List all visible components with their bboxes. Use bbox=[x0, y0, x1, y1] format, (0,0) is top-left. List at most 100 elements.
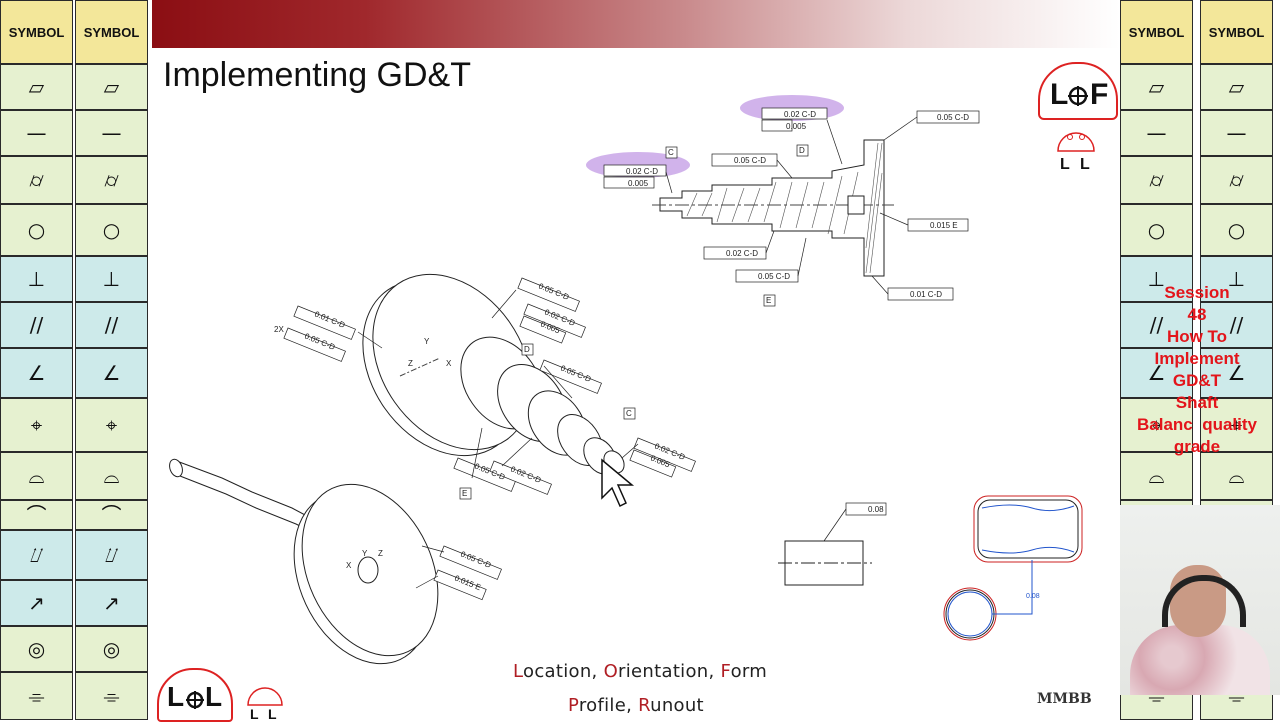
caption-word: orm bbox=[730, 661, 768, 682]
circularity-icon: ○ bbox=[75, 204, 148, 256]
flatness-icon: ▱ bbox=[75, 64, 148, 110]
angularity-icon: ∠ bbox=[75, 348, 148, 398]
datum-label: E bbox=[462, 489, 467, 498]
symbol-column-left-2: SYMBOL▱—⌭○⊥//∠⌖⌓⌒⌰↗◎⌯ bbox=[75, 0, 150, 720]
total-runout-icon: ⌰ bbox=[0, 530, 73, 580]
fcf-label: 0.02 C-D bbox=[626, 167, 658, 176]
parallelism-icon: // bbox=[1200, 302, 1273, 348]
presenter-webcam bbox=[1120, 505, 1280, 695]
flatness-example bbox=[778, 502, 887, 586]
axis-label: Z bbox=[408, 359, 413, 368]
profile-of-line-icon: ⌒ bbox=[0, 500, 73, 530]
caption-initial: R bbox=[638, 695, 651, 716]
svg-text:L: L bbox=[1060, 156, 1070, 173]
profile-of-surface-icon: ⌓ bbox=[0, 452, 73, 500]
lpl-logo: L L bbox=[157, 668, 233, 722]
session-line: Balanc quality bbox=[1137, 415, 1257, 434]
perpendicularity-icon: ⊥ bbox=[1200, 256, 1273, 302]
caption-word: ocation, bbox=[523, 661, 604, 682]
symbol-header: SYMBOL bbox=[1120, 0, 1193, 64]
circularity-icon: ○ bbox=[0, 204, 73, 256]
watermark: MMBB bbox=[1037, 691, 1092, 707]
symbol-header: SYMBOL bbox=[75, 0, 148, 64]
straightness-icon: — bbox=[1200, 110, 1273, 156]
parallelism-icon: // bbox=[0, 302, 73, 348]
parallelism-icon: // bbox=[75, 302, 148, 348]
session-line: Session bbox=[1164, 283, 1230, 302]
circular-runout-icon: ↗ bbox=[75, 580, 148, 626]
shaft-section-view bbox=[652, 139, 894, 277]
cylindricity-icon: ⌭ bbox=[1200, 156, 1273, 204]
fcf-label: 0.05 C-D bbox=[937, 113, 969, 122]
caption-line-2: Profile, Runout bbox=[568, 695, 704, 716]
symbol-column-left-1: SYMBOL▱—⌭○⊥//∠⌖⌓⌒⌰↗◎⌯ bbox=[0, 0, 75, 720]
caption-initial: P bbox=[568, 695, 579, 716]
profile-of-surface-icon: ⌓ bbox=[75, 452, 148, 500]
svg-text:L: L bbox=[205, 681, 222, 712]
cylindricity-icon: ⌭ bbox=[75, 156, 148, 204]
svg-text:L: L bbox=[1050, 78, 1068, 111]
caption-word: rofile, bbox=[578, 695, 639, 716]
fcf-label: 0.005 bbox=[786, 122, 807, 131]
symbol-header: SYMBOL bbox=[1200, 0, 1273, 64]
axis-label: Z bbox=[378, 549, 383, 558]
session-line: How To bbox=[1166, 327, 1228, 346]
dimension-label: 0.08 bbox=[1026, 593, 1040, 600]
engineering-drawing: 0.02 C-D 0.005 0.05 C-D 0.02 C-D 0.005 0… bbox=[169, 95, 1083, 665]
datum-label: C bbox=[668, 148, 674, 157]
datum-label: D bbox=[799, 146, 805, 155]
svg-text:L: L bbox=[167, 681, 184, 712]
profile-of-surface-icon: ⌓ bbox=[1120, 452, 1193, 500]
fcf-label: 2X bbox=[274, 325, 284, 334]
svg-text:L: L bbox=[250, 706, 259, 719]
headset-icon bbox=[1162, 575, 1246, 627]
position-icon: ⌖ bbox=[0, 398, 73, 452]
fcf-label: 0.005 bbox=[628, 179, 649, 188]
perpendicularity-icon: ⊥ bbox=[0, 256, 73, 302]
perpendicularity-icon: ⊥ bbox=[1120, 256, 1193, 302]
session-line: 48 bbox=[1187, 305, 1207, 324]
parallelism-icon: // bbox=[1120, 302, 1193, 348]
fcf-label: 0.015 E bbox=[930, 221, 958, 230]
symbol-header: SYMBOL bbox=[0, 0, 73, 64]
title-bar bbox=[152, 0, 1120, 48]
angularity-icon: ∠ bbox=[1200, 348, 1273, 398]
position-icon: ⌖ bbox=[1200, 398, 1273, 452]
fcf-label: 0.05 C-D bbox=[758, 272, 790, 281]
svg-text:L: L bbox=[1080, 156, 1090, 173]
caption-initial: O bbox=[603, 661, 619, 682]
flatness-icon: ▱ bbox=[0, 64, 73, 110]
axis-label: X bbox=[446, 359, 452, 368]
circularity-icon: ○ bbox=[1200, 204, 1273, 256]
flatness-icon: ▱ bbox=[1120, 64, 1193, 110]
cylinder-form-example bbox=[943, 495, 1083, 641]
fcf-label: 0.02 C-D bbox=[784, 110, 816, 119]
mascot-logo: L L bbox=[1056, 125, 1096, 173]
isometric-shaft-lower bbox=[169, 458, 439, 665]
cylindricity-icon: ⌭ bbox=[1120, 156, 1193, 204]
datum-label: C bbox=[626, 409, 632, 418]
symmetry-icon: ⌯ bbox=[0, 672, 73, 720]
mascot-logo: L L bbox=[246, 683, 284, 722]
session-line: grade bbox=[1173, 437, 1221, 456]
axis-label: X bbox=[346, 561, 352, 570]
session-line: GD&T bbox=[1172, 371, 1222, 390]
svg-text:L: L bbox=[268, 706, 277, 719]
caption-line-1: Location, Orientation, Form bbox=[513, 661, 767, 682]
session-line: Implement bbox=[1154, 349, 1240, 368]
concentricity-icon: ◎ bbox=[75, 626, 148, 672]
svg-text:F: F bbox=[1090, 78, 1108, 111]
fcf-label: 0.05 C-D bbox=[734, 156, 766, 165]
mouse-cursor-icon bbox=[601, 458, 635, 508]
profile-of-surface-icon: ⌓ bbox=[1200, 452, 1273, 500]
lpf-logo-mark: L F bbox=[1050, 78, 1108, 111]
session-line: Shaft bbox=[1175, 393, 1219, 412]
fcf-label: 0.08 bbox=[868, 505, 884, 514]
datum-label: E bbox=[766, 296, 771, 305]
profile-of-line-icon: ⌒ bbox=[75, 500, 148, 530]
perpendicularity-icon: ⊥ bbox=[75, 256, 148, 302]
concentricity-icon: ◎ bbox=[0, 626, 73, 672]
isometric-shaft-upper bbox=[362, 273, 625, 475]
caption-word: rientation, bbox=[618, 661, 721, 682]
